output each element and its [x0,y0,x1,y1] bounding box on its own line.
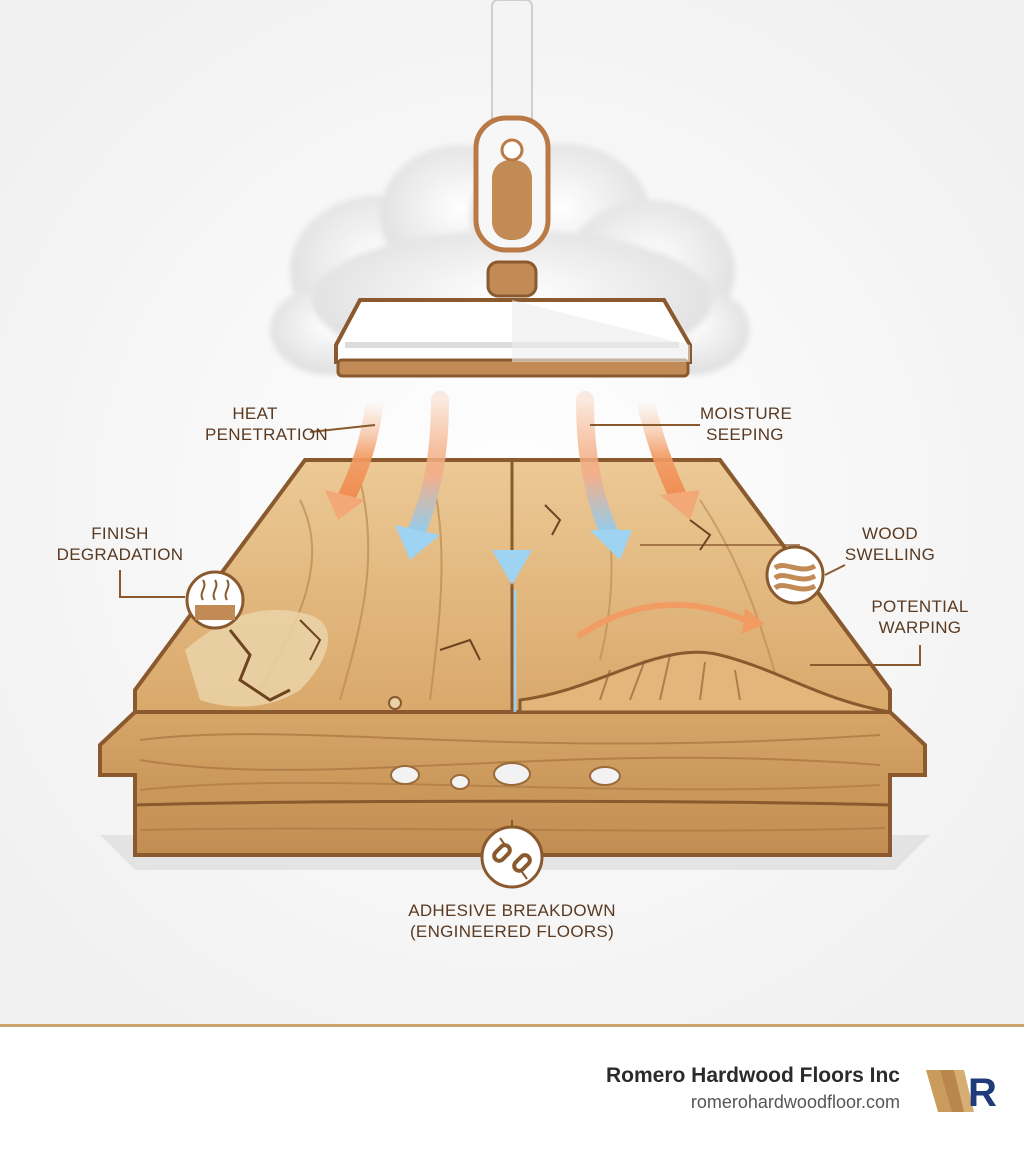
label-warping-line1: POTENTIAL [871,597,969,616]
label-moisture-line2: SEEPING [706,425,784,444]
label-heat-line2: PENETRATION [205,425,328,444]
heat-waves-icon [185,570,245,630]
label-adhesive-line2: (ENGINEERED FLOORS) [409,922,615,941]
label-heat-line1: HEAT [232,404,278,423]
label-finish-degradation: FINISH DEGRADATION [50,523,190,565]
label-finish-line1: FINISH [91,524,149,543]
label-potential-warping: POTENTIAL WARPING [865,596,975,638]
broken-chain-icon [480,825,544,889]
wood-swelling-icon [765,545,825,605]
label-warping-line2: WARPING [878,618,962,637]
label-adhesive-line1: ADHESIVE BREAKDOWN [408,901,616,920]
steam-arrows [325,391,700,585]
adhesive-bubbles [390,762,621,790]
company-logo-icon: R [926,1070,997,1112]
label-heat-penetration: HEAT PENETRATION [205,403,328,445]
steam-mop-icon [334,115,692,378]
company-url[interactable]: romerohardwoodfloor.com [690,1092,900,1112]
label-moisture-seeping: MOISTURE SEEPING [700,403,793,445]
footer-divider [0,1024,1024,1027]
logo-letter: R [968,1071,997,1112]
floor-planks [98,458,927,857]
label-adhesive-breakdown: ADHESIVE BREAKDOWN (ENGINEERED FLOORS) [382,900,642,942]
label-wood-swelling: WOOD SWELLING [840,523,940,565]
company-name: Romero Hardwood Floors Inc [605,1064,900,1087]
steam-mop-floor-damage-illustration [0,0,1024,1024]
label-swelling-line2: SWELLING [844,545,936,564]
label-swelling-line1: WOOD [862,524,918,543]
label-finish-line2: DEGRADATION [56,545,184,564]
label-moisture-line1: MOISTURE [700,404,793,423]
